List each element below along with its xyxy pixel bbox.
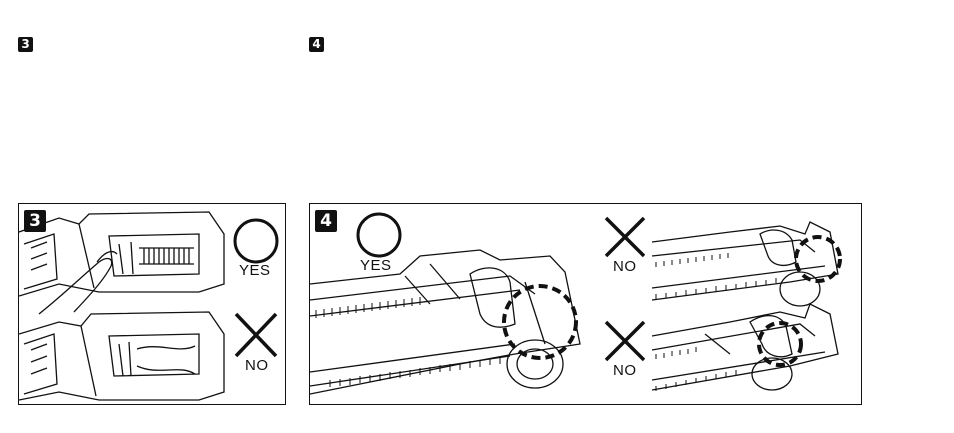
no-x-cross-icon — [19, 204, 285, 404]
step-3-no-label: NO — [245, 357, 269, 374]
step-3-illustration-panel: 3 YES NO — [18, 203, 286, 405]
step-4-illustration-panel: 4 YES NO NO — [309, 203, 862, 405]
step-4-bottom-no-label: NO — [613, 362, 637, 379]
no-x-cross-icon-bottom — [310, 204, 861, 404]
step-4-heading-badge: 4 — [309, 37, 324, 52]
step-3-heading-badge: 3 — [18, 37, 33, 52]
